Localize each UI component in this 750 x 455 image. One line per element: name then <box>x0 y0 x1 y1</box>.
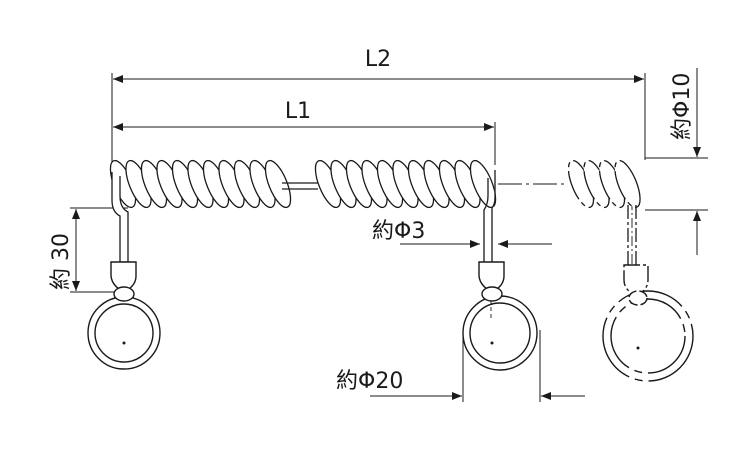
middle-ring-inner <box>469 302 531 364</box>
label-ring-length: 約 30 <box>49 233 74 290</box>
coil-section-left <box>109 159 292 209</box>
right-lead-wire-phantom <box>627 205 637 265</box>
label-l2: L2 <box>365 47 391 72</box>
right-ring-inner-phantom <box>610 298 686 374</box>
left-ring-inner <box>94 303 154 363</box>
left-crimp-eye <box>113 286 135 302</box>
middle-lead-wire <box>483 170 496 262</box>
label-wire-diameter: 約Φ3 <box>372 219 425 244</box>
coil-section-phantom <box>567 159 641 209</box>
left-ring-outer <box>87 296 161 370</box>
coil-turn <box>614 159 641 209</box>
coiled-cord <box>109 159 641 209</box>
ring-terminal-middle <box>462 261 538 371</box>
label-l1: L1 <box>285 99 311 124</box>
coil-turn <box>264 159 292 209</box>
label-coil-diameter: 約Φ10 <box>670 73 695 140</box>
label-ring-diameter: 約Φ20 <box>336 369 403 394</box>
right-ring-center <box>636 346 640 350</box>
middle-ring-outer <box>462 295 538 371</box>
left-ring-center <box>122 341 126 345</box>
middle-ring-center <box>490 341 494 345</box>
ring-terminal-left <box>87 261 161 370</box>
right-crimp-eye-phantom <box>628 290 648 306</box>
right-ring-outer-phantom <box>602 290 694 382</box>
center-lines <box>490 183 633 320</box>
ring-terminal-right-phantom <box>602 264 694 382</box>
dimension-lines <box>70 68 708 402</box>
middle-crimp-eye <box>481 286 503 302</box>
coil-section-right <box>314 159 497 209</box>
